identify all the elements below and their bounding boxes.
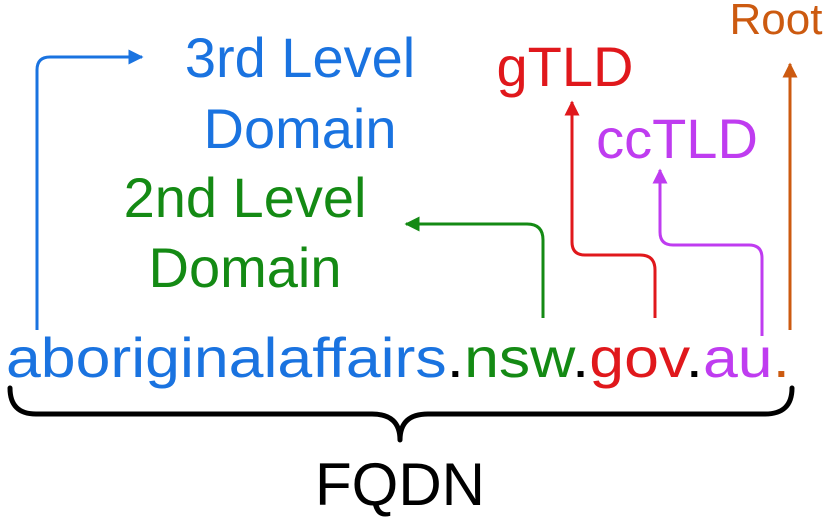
gtld-arrow xyxy=(564,100,657,318)
fqdn-string: aboriginalaffairs.nsw.gov.au. xyxy=(6,326,790,389)
root-label: Root xyxy=(730,0,823,44)
third-level-part: aboriginalaffairs xyxy=(6,326,447,389)
dot-separator: . xyxy=(572,326,589,389)
gtld-part: gov xyxy=(589,326,690,389)
cctld-arrow xyxy=(652,168,764,336)
root-dot-part: . xyxy=(773,326,790,389)
dot-separator: . xyxy=(447,326,464,389)
third-level-label-line1: 3rd Level xyxy=(185,26,415,89)
fqdn-label: FQDN xyxy=(315,451,485,518)
cctld-part: au xyxy=(703,326,773,389)
gtld-label: gTLD xyxy=(497,35,634,98)
second-level-part: nsw xyxy=(464,326,576,389)
second-level-arrow xyxy=(404,216,545,318)
third-level-label-line2: Domain xyxy=(204,97,397,160)
cctld-label: ccTLD xyxy=(596,107,758,170)
third-level-arrow xyxy=(35,49,144,330)
dot-separator: . xyxy=(686,326,703,389)
fqdn-brace xyxy=(7,385,795,443)
second-level-label-line1: 2nd Level xyxy=(124,166,367,229)
second-level-label-line2: Domain xyxy=(149,236,342,299)
